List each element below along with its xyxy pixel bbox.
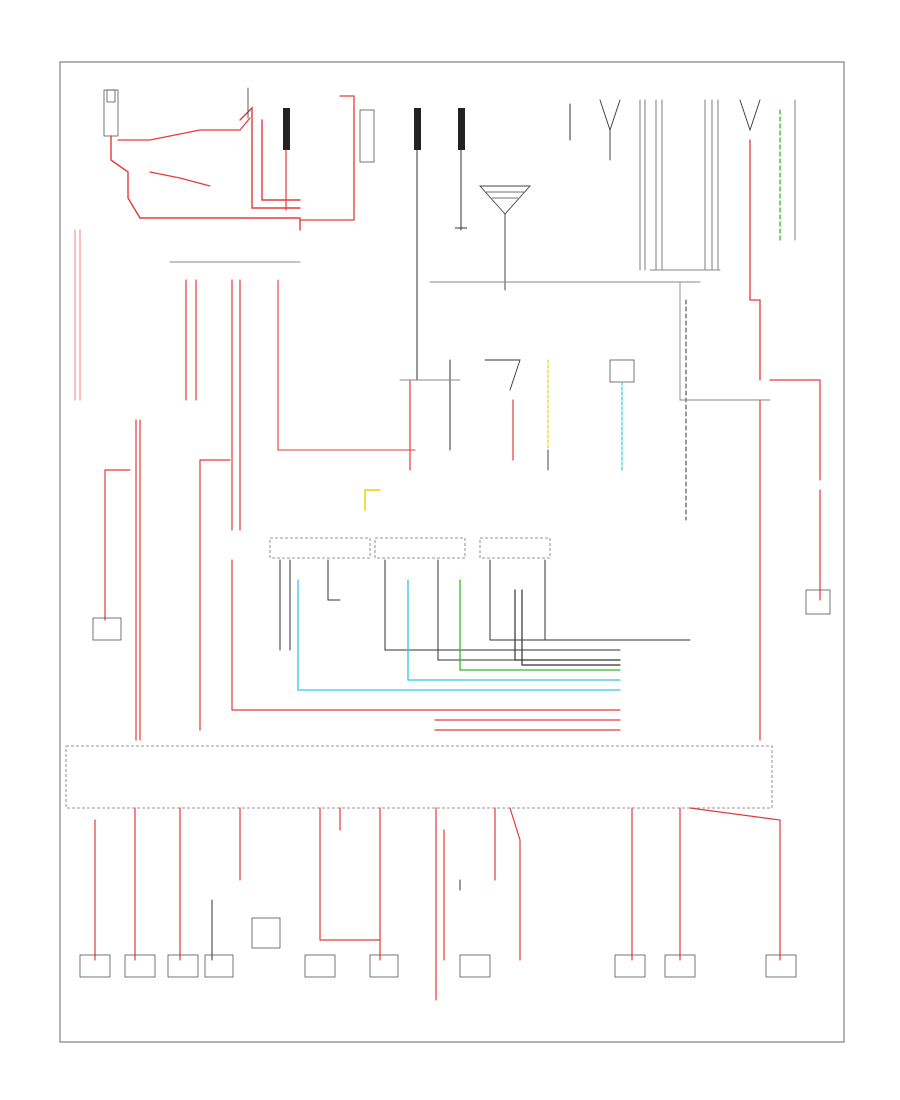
switch-group-top-right <box>569 99 796 381</box>
relay-box <box>299 95 375 221</box>
diagram-frame <box>59 61 845 1043</box>
battery-fuse <box>103 89 119 137</box>
ground-symbol <box>478 185 532 291</box>
left-column-wires <box>74 229 621 741</box>
fuse-block-1 <box>283 108 290 211</box>
relay-bank <box>269 537 691 731</box>
center-module-wiring <box>364 281 771 521</box>
top-left-fuse-group <box>103 87 301 231</box>
fuse-branches <box>94 807 781 1001</box>
bottom-components <box>79 954 797 978</box>
generator-box <box>92 617 122 641</box>
right-column-wires <box>759 379 831 741</box>
fuse-junction-block <box>65 745 773 809</box>
fuse-block-3 <box>455 108 467 231</box>
fuse-block-2 <box>414 108 421 381</box>
